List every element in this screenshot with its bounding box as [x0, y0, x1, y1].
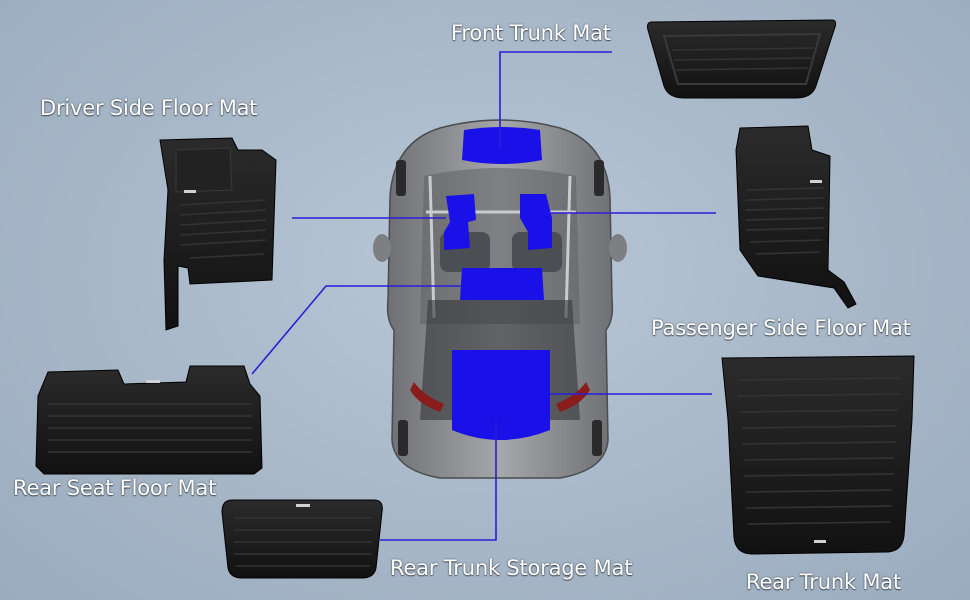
- highlight-passenger-floor: [520, 194, 552, 250]
- rear-trunk-storage-mat: [221, 499, 383, 579]
- highlight-rear-seat-floor: [460, 268, 544, 300]
- highlight-driver-floor: [444, 194, 476, 250]
- label-front-trunk-mat: Front Trunk Mat: [451, 21, 611, 45]
- label-passenger-side-floor-mat: Passenger Side Floor Mat: [651, 316, 911, 340]
- highlight-front-trunk: [462, 127, 542, 164]
- label-rear-trunk-mat: Rear Trunk Mat: [746, 570, 901, 594]
- label-driver-side-floor-mat: Driver Side Floor Mat: [40, 96, 258, 120]
- label-rear-seat-floor-mat: Rear Seat Floor Mat: [13, 476, 217, 500]
- label-rear-trunk-storage-mat: Rear Trunk Storage Mat: [390, 556, 633, 580]
- leader-lines: [251, 51, 716, 541]
- leader-rear-trunk-storage: [380, 420, 497, 541]
- highlight-rear-trunk: [452, 350, 550, 440]
- leader-rear-seat: [251, 285, 462, 375]
- leader-front-trunk: [499, 51, 612, 148]
- front-trunk-mat: [647, 19, 837, 99]
- rear-trunk-mat: [721, 355, 915, 555]
- rear-seat-floor-mat: [35, 365, 263, 475]
- mat-highlights: [444, 127, 552, 440]
- driver-side-floor-mat: [159, 137, 277, 331]
- passenger-side-floor-mat: [735, 125, 857, 309]
